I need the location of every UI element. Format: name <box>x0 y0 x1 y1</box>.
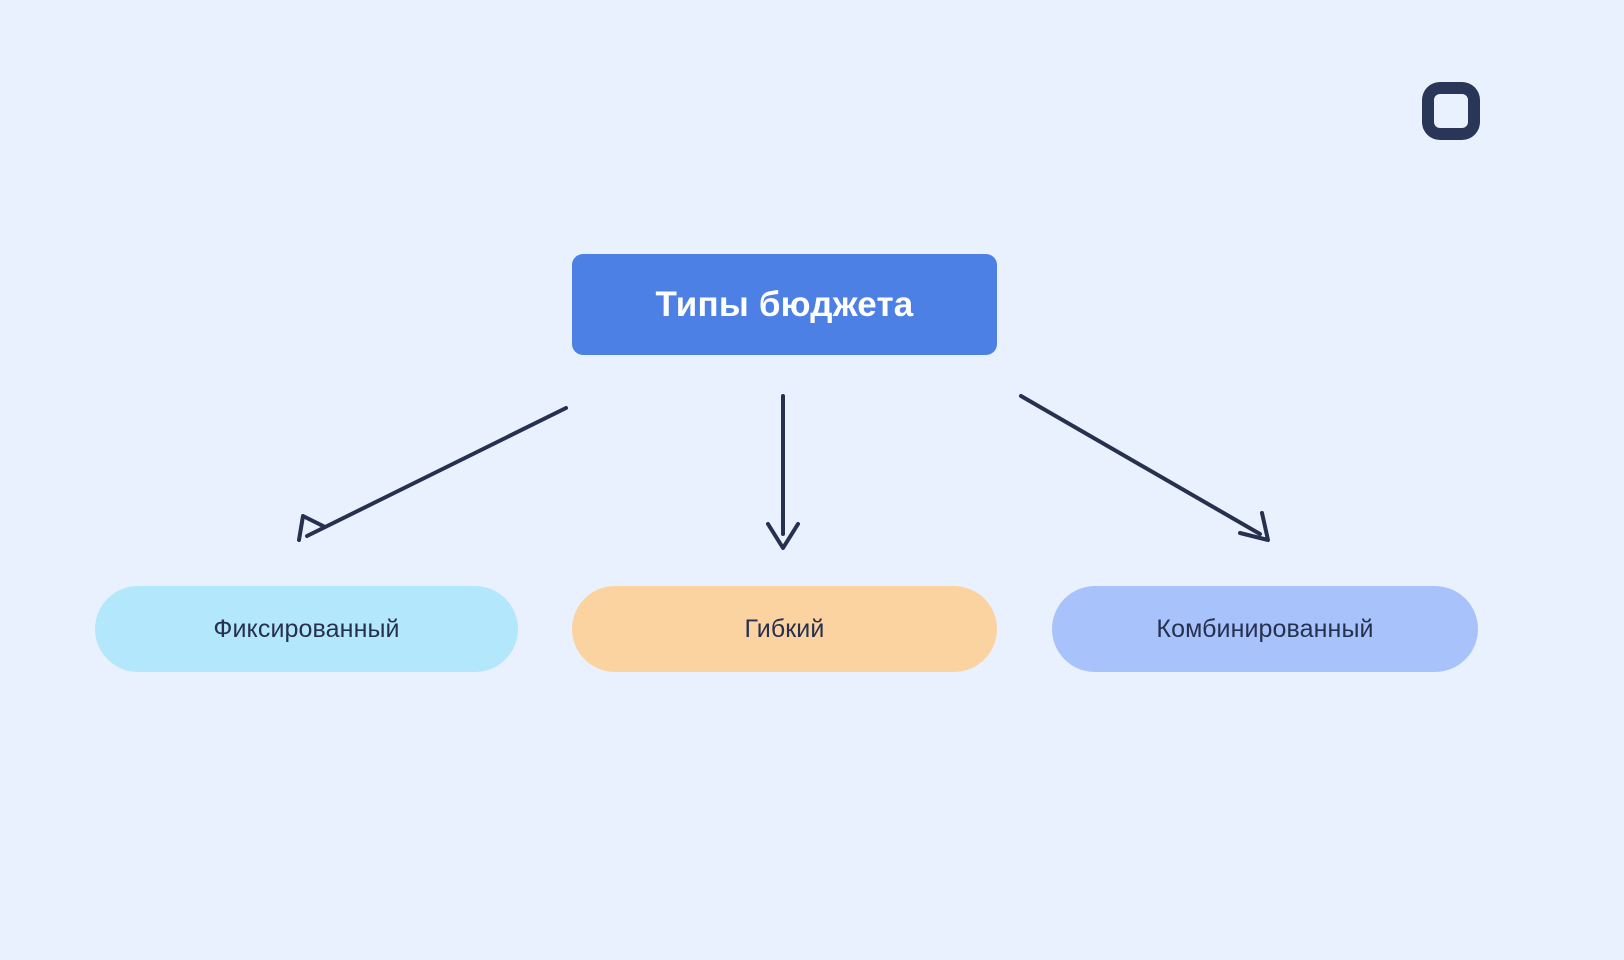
connector-root-to-combined <box>1019 394 1270 542</box>
node-combined[interactable]: Комбинированный <box>1052 586 1478 672</box>
connector-root-to-fixed <box>297 406 568 542</box>
connector-root-to-flexible <box>766 394 800 550</box>
node-fixed-label: Фиксированный <box>213 614 400 643</box>
brand-logo <box>1419 79 1483 143</box>
node-combined-label: Комбинированный <box>1156 614 1374 643</box>
node-flexible-label: Гибкий <box>744 614 825 643</box>
node-root[interactable]: Типы бюджета <box>572 254 997 355</box>
node-fixed[interactable]: Фиксированный <box>95 586 518 672</box>
node-flexible[interactable]: Гибкий <box>572 586 997 672</box>
node-root-label: Типы бюджета <box>655 284 914 324</box>
